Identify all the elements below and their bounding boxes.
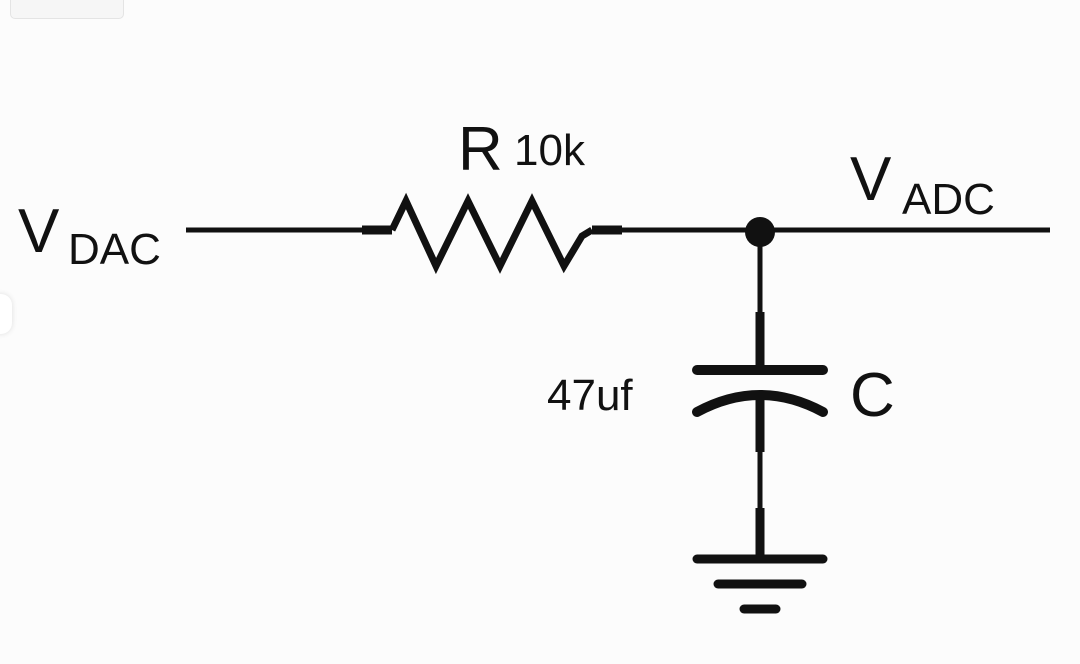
capacitor-letter: C (850, 361, 895, 430)
resistor-value: 10k (514, 126, 586, 175)
capacitor-value: 47uf (547, 371, 633, 420)
capacitor-plate-curved (692, 390, 828, 417)
resistor-zigzag (388, 192, 594, 275)
resistor-letter: R (458, 115, 503, 184)
watermark-tab (10, 0, 124, 19)
input-label-sub: DAC (68, 225, 161, 274)
output-label-main: V (850, 145, 892, 214)
input-label-main: V (18, 197, 60, 266)
output-label-sub: ADC (902, 175, 995, 224)
edge-handle[interactable] (0, 294, 12, 334)
